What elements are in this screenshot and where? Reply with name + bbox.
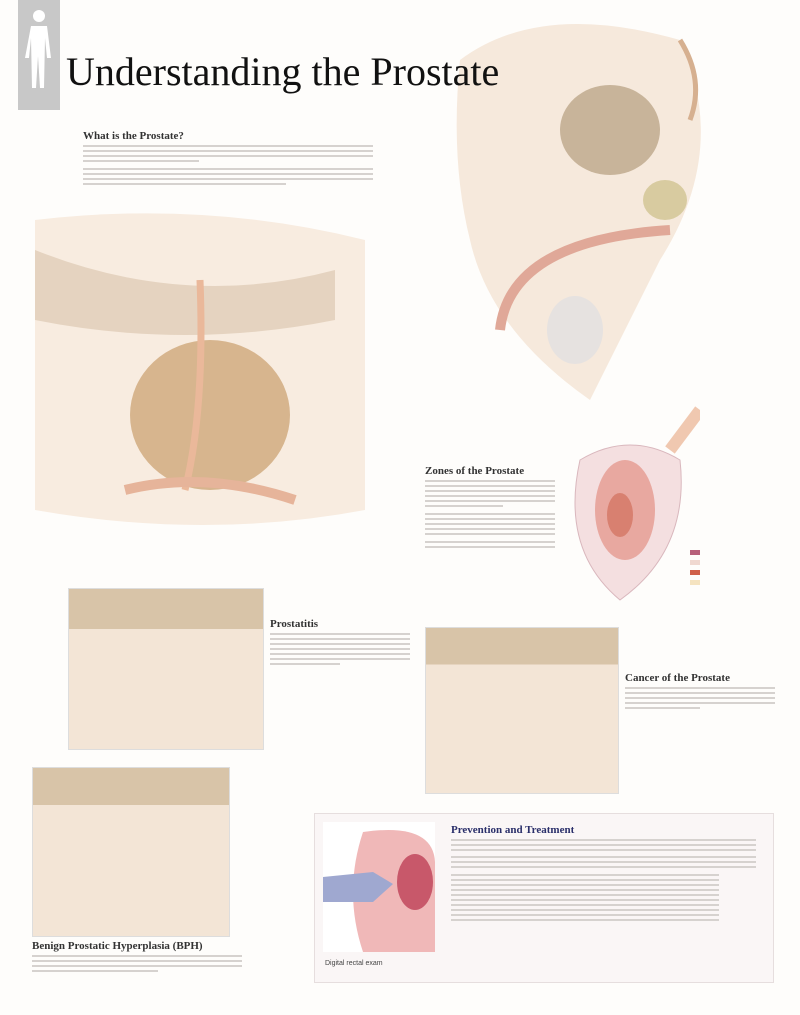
legend-swatch [690,570,700,575]
prostate-zones-illustration [574,406,700,601]
legend-swatch [690,550,700,555]
digital-rectal-exam-illustration [323,822,435,952]
cancer-heading: Cancer of the Prostate [625,672,730,684]
human-figure-icon [18,0,60,110]
prevention-panel: Digital rectal exam Prevention and Treat… [314,813,774,983]
prevention-text: Prevention and Treatment [451,824,756,924]
bph-heading: Benign Prostatic Hyperplasia (BPH) [32,940,203,952]
legend-swatch [690,580,700,585]
prevention-heading: Prevention and Treatment [451,824,575,836]
prostatitis-section: Prostatitis [270,618,410,668]
prostatitis-heading: Prostatitis [270,618,319,630]
cancer-illustration [425,627,619,794]
bph-illustration [32,767,230,937]
prostate-cross-section-illustration [35,213,365,526]
what-is-heading: What is the Prostate? [83,130,184,142]
cancer-section: Cancer of the Prostate [625,672,775,712]
bph-section: Benign Prostatic Hyperplasia (BPH) [32,940,242,975]
zones-section: Zones of the Prostate [425,465,555,551]
zone-legend [690,545,700,590]
legend-swatch [690,560,700,565]
prostatitis-illustration [68,588,264,750]
page-title: Understanding the Prostate [66,49,500,94]
male-pelvis-sagittal-illustration [456,24,701,400]
dre-caption: Digital rectal exam [325,960,383,967]
zones-heading: Zones of the Prostate [425,465,525,477]
what-is-section: What is the Prostate? [83,130,373,188]
